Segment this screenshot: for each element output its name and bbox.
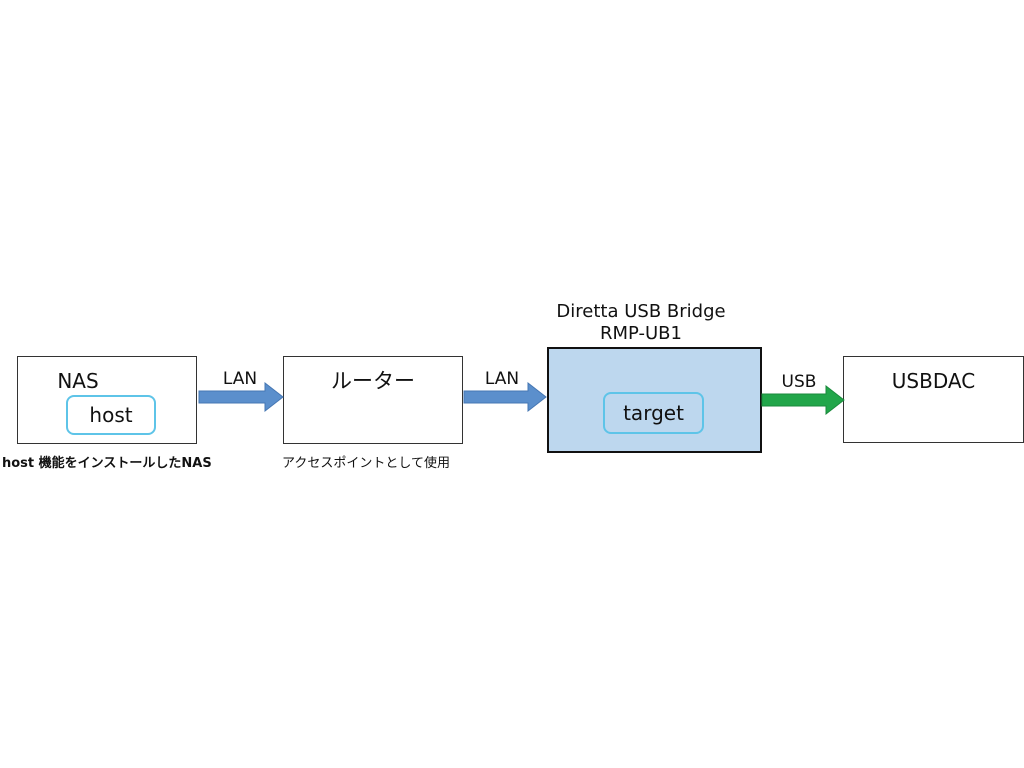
host-label: host (89, 403, 133, 427)
arrow-router-to-bridge (463, 381, 547, 413)
bridge-box: target (547, 347, 762, 453)
target-pill: target (603, 392, 704, 434)
arrow-nas-to-router (198, 381, 284, 413)
target-label: target (623, 401, 684, 425)
nas-title: NAS (57, 369, 99, 393)
host-pill: host (66, 395, 156, 435)
connection-label-lan-2: LAN (484, 369, 520, 389)
bridge-title-line1: Diretta USB Bridge (556, 301, 726, 322)
nas-caption: host 機能をインストールしたNAS (2, 456, 212, 471)
router-caption: アクセスポイントとして使用 (282, 456, 450, 471)
arrow-bridge-to-usbdac (761, 384, 845, 416)
usbdac-box: USBDAC (843, 356, 1024, 443)
bridge-title-line2: RMP-UB1 (600, 323, 682, 344)
connection-label-lan-1: LAN (222, 369, 258, 389)
nas-box: NAS host (17, 356, 197, 444)
router-title: ルーター (331, 369, 415, 393)
connection-label-usb: USB (781, 372, 817, 392)
router-box: ルーター (283, 356, 463, 444)
usbdac-title: USBDAC (891, 369, 976, 393)
